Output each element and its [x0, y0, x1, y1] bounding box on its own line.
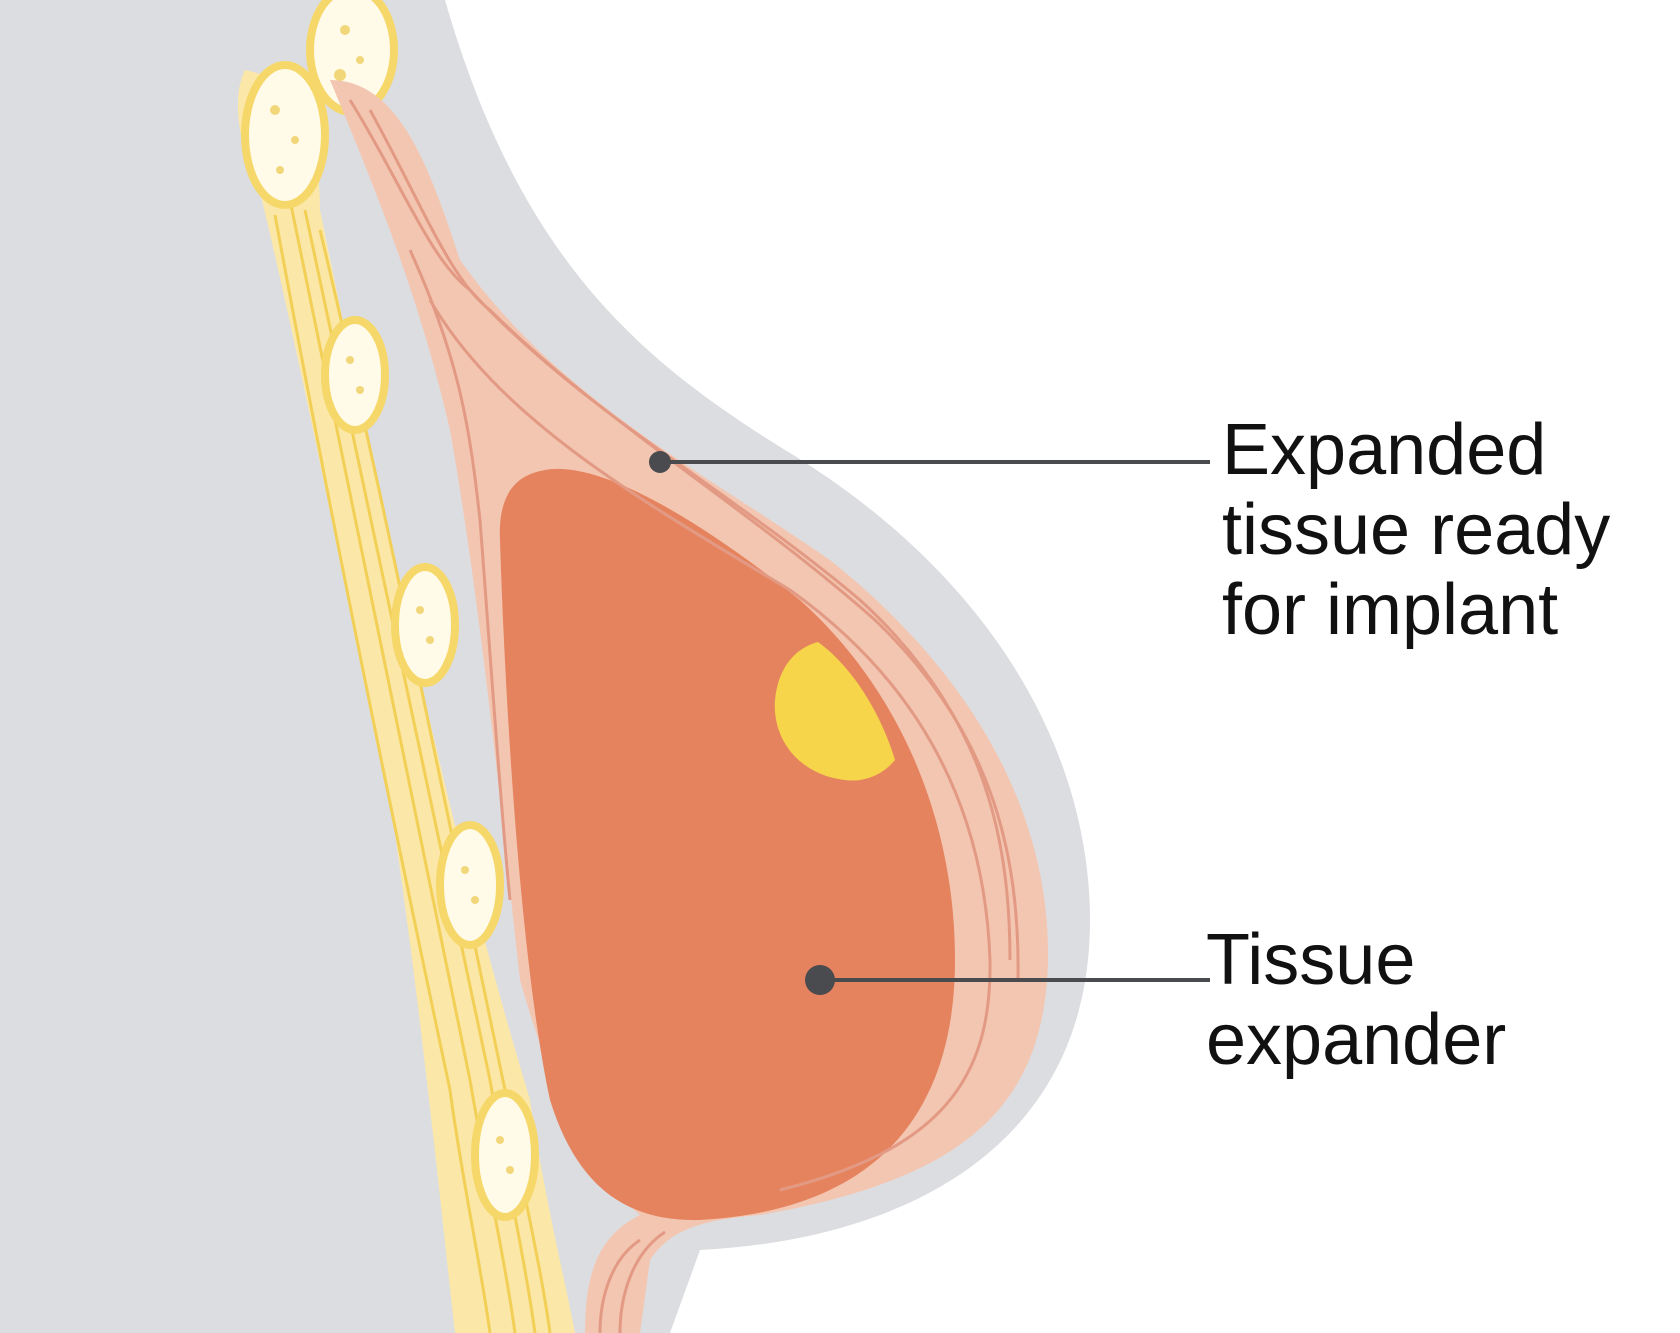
- callout-tissue-expander: [805, 965, 1210, 995]
- label-expanded-tissue-line-3: for implant: [1222, 570, 1559, 650]
- label-tissue-expander-line-2: expander: [1206, 1000, 1507, 1080]
- callout-expanded-tissue: [649, 451, 1210, 473]
- muscle-fibers: [348, 99, 1020, 1333]
- rib-marrow: [270, 25, 514, 1174]
- label-expanded-tissue-line-1: Expanded: [1222, 410, 1547, 490]
- label-expanded-tissue-line-2: tissue ready: [1222, 490, 1611, 570]
- label-tissue-expander-line-1: Tissue: [1206, 920, 1416, 1000]
- label-expanded-tissue: Expanded tissue ready for implant: [1222, 410, 1610, 650]
- tissue-expander-shape: [499, 468, 955, 1221]
- expander-port: [774, 642, 895, 781]
- ribs: [241, 0, 539, 1221]
- marker-dot-tissue-expander: [805, 965, 835, 995]
- marker-dot-expanded-tissue: [649, 451, 671, 473]
- label-tissue-expander: Tissue expander: [1206, 920, 1506, 1080]
